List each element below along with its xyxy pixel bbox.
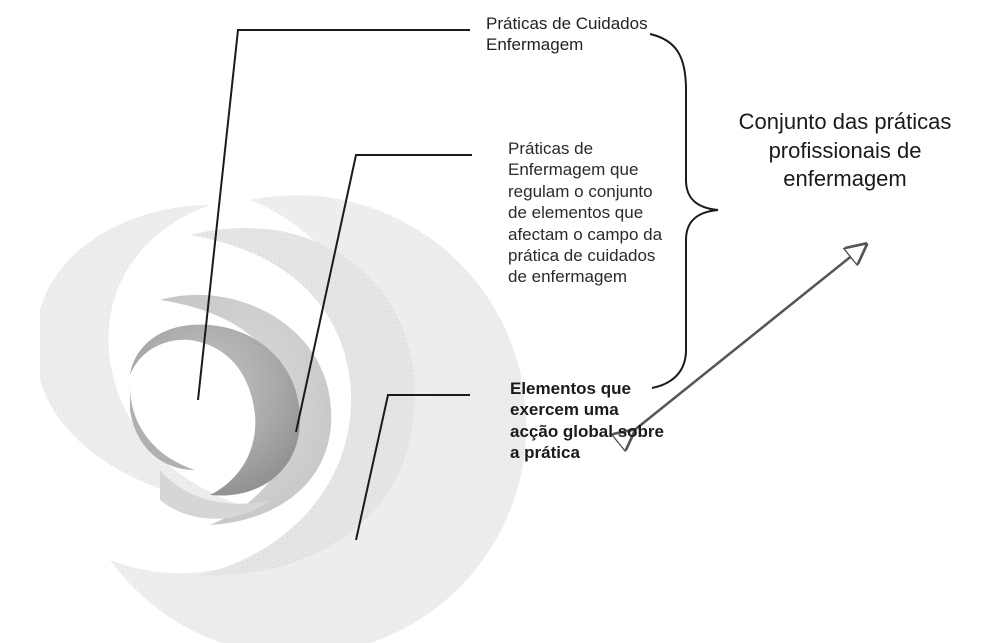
label-level-2: Práticas de Enfermagem que regulam o con… bbox=[508, 139, 663, 287]
outer-ring bbox=[30, 195, 527, 643]
leader-line-level-3 bbox=[355, 394, 470, 541]
double-arrow bbox=[632, 246, 864, 432]
leader-line-level-2 bbox=[295, 154, 472, 433]
core-circle bbox=[129, 324, 300, 496]
label-level-1: Práticas de Cuidados Enfermagem bbox=[486, 14, 648, 55]
label-result: Conjunto das práticas profissionais de e… bbox=[738, 109, 952, 192]
label-level-3: Elementos que exercem uma acção global s… bbox=[510, 379, 664, 462]
middle-ring bbox=[160, 294, 332, 525]
leader-line-level-1 bbox=[197, 29, 470, 401]
